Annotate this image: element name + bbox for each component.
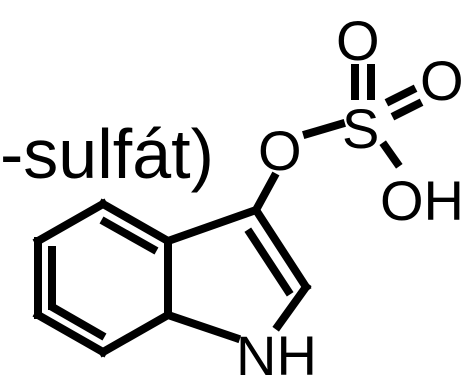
bond-benzene-6 bbox=[32, 198, 109, 247]
bond-o-s bbox=[302, 119, 346, 139]
bond-s-o-right-a bbox=[384, 84, 418, 107]
atom-o-right: O bbox=[420, 49, 464, 112]
caption-text: -sulfát) bbox=[0, 115, 214, 193]
atom-oh: OH bbox=[380, 169, 464, 232]
bond-benzene-inner-2 bbox=[48, 302, 107, 341]
atom-s: S bbox=[342, 97, 379, 160]
bond-c3-o bbox=[250, 171, 280, 216]
atom-o-ester: O bbox=[258, 119, 302, 182]
bond-benzene-3 bbox=[97, 309, 174, 358]
sulfate-bonds bbox=[250, 64, 424, 216]
atom-o-top: O bbox=[336, 9, 380, 72]
benzene-ring bbox=[32, 198, 174, 358]
bond-s-oh bbox=[379, 140, 403, 169]
bond-benzene-1 bbox=[97, 198, 174, 247]
bond-c3-c2-inner bbox=[244, 227, 294, 297]
bond-benzene-4 bbox=[32, 309, 109, 358]
bond-c3a-c3 bbox=[162, 204, 262, 247]
bond-s-o-right-b bbox=[390, 98, 424, 121]
bond-benzene-inner-1 bbox=[99, 216, 159, 255]
bond-n-c7a bbox=[162, 309, 242, 344]
pyrrole-ring bbox=[162, 204, 312, 344]
bond-c3-c2 bbox=[250, 204, 312, 293]
bond-c2-n bbox=[272, 281, 312, 332]
atom-nh: NH bbox=[236, 324, 317, 382]
